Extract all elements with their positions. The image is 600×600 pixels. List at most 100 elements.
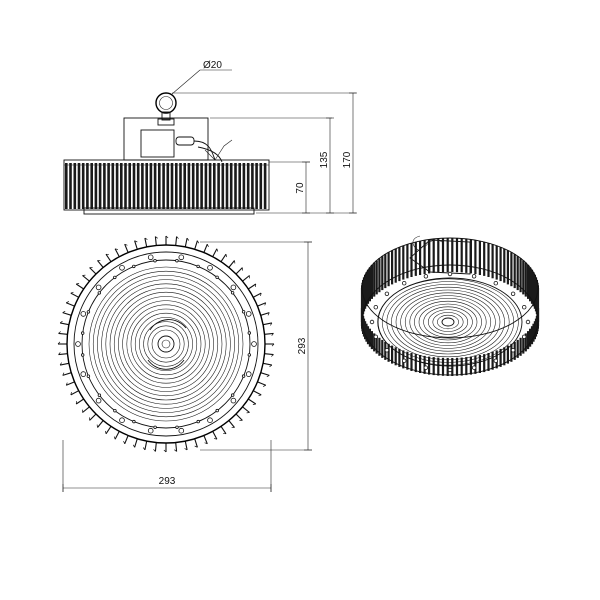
front-fin-tip [223, 433, 226, 434]
lens-frame [82, 260, 250, 428]
side-fin [209, 163, 212, 209]
front-fin [204, 436, 207, 444]
front-fin [221, 426, 226, 434]
front-fin [83, 407, 90, 413]
front-fin [90, 414, 96, 420]
lens-ring [135, 313, 197, 375]
side-fin [264, 163, 267, 209]
frame-screw [248, 354, 251, 357]
housing-outer-ring [67, 245, 265, 443]
front-fin-tip [197, 241, 198, 244]
front-fin-tip [66, 302, 69, 303]
front-fin-tip [255, 284, 256, 287]
front-fin-tip [226, 254, 227, 257]
iso-lens-ring [414, 301, 481, 343]
front-fin-tip [253, 404, 256, 405]
front-fin [261, 373, 270, 376]
frame-screw [98, 292, 101, 295]
iso-frame-screw [494, 359, 498, 363]
front-fin-tip [259, 395, 262, 396]
lens-ring [89, 267, 243, 421]
frame-screw [96, 285, 101, 290]
front-fin [98, 421, 104, 428]
frame-screw [208, 418, 213, 423]
front-fin-tip [105, 431, 106, 434]
iso-frame-screw [374, 335, 378, 339]
side-fin [179, 163, 182, 209]
front-fin-tip [207, 244, 208, 247]
side-fin [238, 163, 241, 209]
frame-screw [216, 276, 219, 279]
side-fin [107, 163, 110, 209]
side-fin [234, 163, 237, 209]
isometric-view [362, 236, 538, 376]
side-fin [200, 163, 203, 209]
frame-screw [216, 409, 219, 412]
side-fin [217, 163, 220, 209]
side-fin [226, 163, 229, 209]
lens-ring [123, 301, 210, 388]
side-fin [251, 163, 254, 209]
frame-screw [81, 372, 86, 377]
eyebolt-ring-inner [160, 97, 173, 110]
frame-screw [246, 372, 251, 377]
frame-screw [197, 265, 200, 268]
front-fin [204, 244, 207, 252]
front-height-label: 293 [297, 337, 308, 354]
front-fin [60, 323, 69, 325]
front-fin-tip [267, 375, 270, 376]
front-fin [258, 382, 266, 385]
iso-frame-screw [424, 366, 428, 370]
front-fin [66, 382, 74, 385]
eyebolt-ring [156, 93, 176, 113]
front-fin [263, 363, 272, 365]
iso-lens-ring [401, 293, 496, 351]
front-fin [243, 407, 250, 413]
iso-lens-ring [396, 290, 500, 354]
side-fin [90, 163, 93, 209]
side-fin [128, 163, 131, 209]
side-fin [116, 163, 119, 209]
driver-housing [124, 118, 208, 160]
frame-screw [242, 311, 245, 314]
front-fin [155, 443, 156, 452]
side-fin [243, 163, 246, 209]
side-fin [133, 163, 136, 209]
side-fin [247, 163, 250, 209]
front-fin [236, 414, 242, 420]
front-fin-tip [263, 385, 266, 386]
eyebolt-diameter-label: Ø20 [203, 60, 222, 71]
iso-lens-ring [405, 296, 491, 349]
frame-screw [231, 285, 236, 290]
frame-screw [133, 420, 136, 423]
side-fin [82, 163, 85, 209]
lens-ring [139, 317, 192, 370]
front-fin [236, 268, 242, 274]
iso-lens-ring [410, 298, 486, 345]
lens-center-dot [162, 340, 170, 348]
side-fin [230, 163, 233, 209]
frame-screw [179, 428, 184, 433]
front-fin-tip [124, 441, 125, 444]
front-fin [135, 439, 138, 448]
iso-frame-screw [494, 281, 498, 285]
height-total-label: 170 [342, 151, 353, 168]
front-fin [248, 284, 256, 289]
side-fin [154, 163, 157, 209]
front-fin [243, 276, 250, 282]
side-fin [213, 163, 216, 209]
side-fin [86, 163, 89, 209]
front-fin [248, 399, 256, 404]
side-fin [192, 163, 195, 209]
iso-lens-ring [428, 310, 468, 335]
front-fin [59, 333, 68, 334]
iso-lens-ring [391, 287, 504, 357]
side-fin [112, 163, 115, 209]
frame-screw [76, 342, 81, 347]
side-fin [120, 163, 123, 209]
lens-spiral-2 [148, 360, 184, 369]
front-fin [176, 443, 177, 452]
side-fin [175, 163, 178, 209]
front-fin-tip [71, 292, 74, 293]
side-fin [145, 163, 148, 209]
